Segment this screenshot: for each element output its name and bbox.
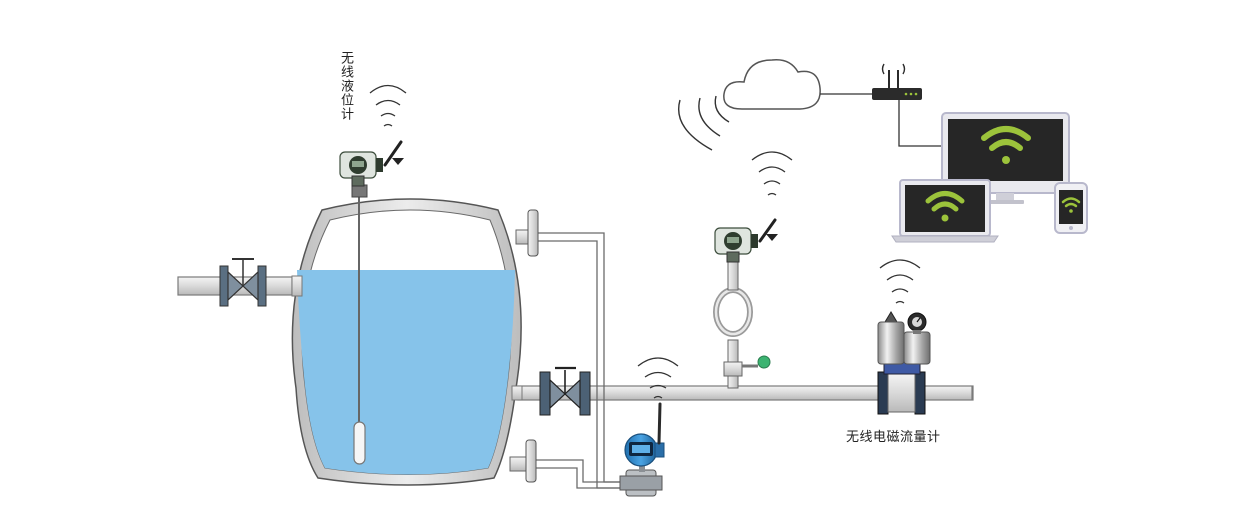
liquid-level [296,270,515,475]
probe-mount [351,184,368,198]
wireless-level-meter[interactable] [339,140,404,187]
storage-tank [291,198,523,486]
wireless-pressure-gauge[interactable] [713,218,778,389]
signal-waves-icon [879,259,921,304]
signal-waves-icon [369,84,407,127]
wifi-icon [981,126,1031,164]
signal-waves-icon [751,151,793,196]
signal-waves-icon [637,357,679,399]
flow-meter-label: 无线电磁流量计 [846,430,941,445]
wireless-flow-meter[interactable] [877,311,931,415]
wifi-icon [1061,197,1081,213]
valve-icon[interactable] [539,366,591,416]
laptop-icon[interactable] [891,179,999,243]
router-icon[interactable] [872,63,922,100]
cloud-icon [723,59,821,110]
impulse-lines [536,232,628,489]
wifi-icon [925,191,965,222]
level-probe [353,196,366,465]
signal-waves-icon [678,95,730,151]
pressure-transmitter[interactable] [619,402,665,497]
valve-icon[interactable] [219,258,267,307]
level-meter-label: 无线液位计 [338,51,353,121]
phone-icon[interactable] [1054,182,1088,234]
lower-tap-valve [509,439,537,483]
router-monitor-link [898,100,948,147]
upper-tap-valve [515,209,539,257]
